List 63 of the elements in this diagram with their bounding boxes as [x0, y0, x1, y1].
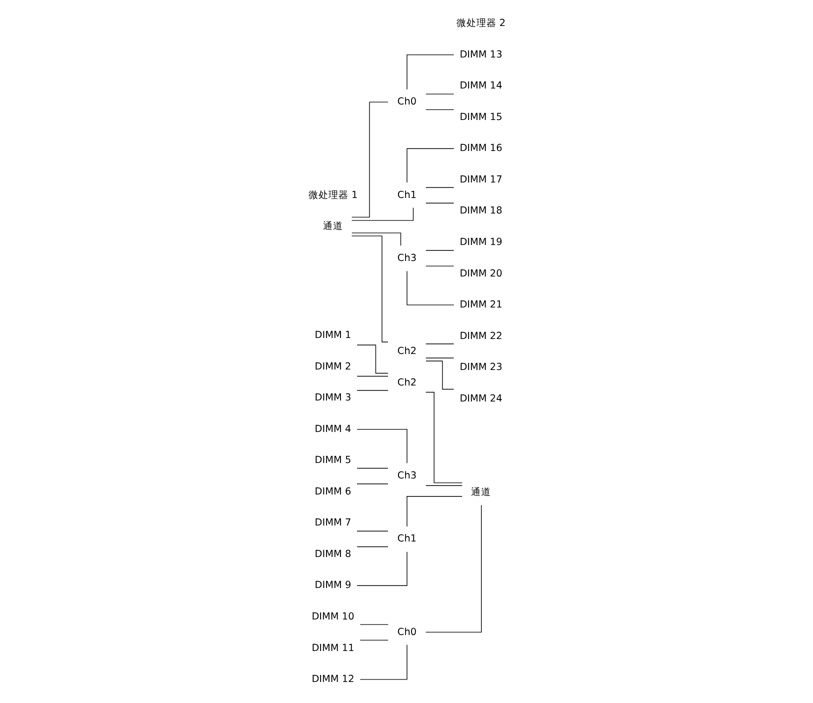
connector [356, 390, 388, 391]
node-text: DIMM 2 [314, 361, 351, 372]
node-text: DIMM 3 [314, 392, 351, 404]
connector [351, 102, 388, 218]
node-text: DIMM 6 [314, 486, 351, 498]
connector [359, 640, 388, 641]
node-text: DIMM 13 [459, 49, 502, 60]
node-text: DIMM 8 [314, 548, 351, 560]
node-text: DIMM 18 [459, 206, 502, 217]
node-text: DIMM 20 [459, 268, 502, 280]
connector [356, 428, 407, 464]
node-text: DIMM 16 [459, 143, 502, 154]
connector [356, 376, 388, 377]
connector [356, 468, 388, 469]
node-text: Ch2 [396, 346, 416, 358]
node-text: Ch3 [396, 252, 416, 264]
connector [425, 250, 454, 251]
node-text: DIMM 23 [459, 362, 502, 374]
connector [424, 504, 482, 633]
node-text: Ch3 [396, 470, 416, 482]
node-text: Ch2 [396, 377, 416, 388]
connector [350, 236, 388, 342]
node-text: DIMM 14 [459, 80, 502, 92]
node-text: 通道 [470, 487, 490, 498]
node-text: DIMM 4 [314, 424, 351, 435]
node-text: 通道 [322, 221, 343, 232]
node-text: Ch0 [396, 96, 416, 108]
connector [425, 109, 454, 110]
label: 微处理器 2 [456, 18, 506, 30]
node-text: DIMM 24 [459, 393, 502, 404]
connector [406, 148, 454, 183]
node-text: DIMM 21 [459, 300, 502, 311]
node-text: DIMM 15 [459, 112, 502, 123]
node-text: DIMM 10 [311, 611, 354, 622]
connector [406, 270, 454, 306]
node-text: DIMM 7 [314, 518, 351, 529]
connector [425, 360, 454, 390]
connector [406, 496, 462, 527]
node-text: Ch0 [396, 626, 416, 638]
connector [356, 344, 388, 374]
node-text: DIMM 9 [314, 580, 351, 592]
connector [425, 202, 454, 204]
connector [359, 644, 407, 680]
node-text: DIMM 17 [459, 174, 502, 186]
label: 微处理器 1 [308, 190, 358, 201]
connector [425, 187, 454, 188]
node-text: DIMM 12 [311, 674, 354, 686]
node-text: DIMM 5 [314, 455, 351, 466]
node-text: Ch1 [396, 534, 416, 545]
connector [424, 392, 462, 484]
node-text: DIMM 19 [459, 236, 502, 248]
connector [359, 624, 388, 625]
connector [350, 207, 414, 221]
connector [425, 485, 462, 486]
connector [356, 546, 388, 548]
connector [406, 54, 454, 90]
connector [356, 530, 388, 532]
connector [356, 551, 407, 586]
connector [351, 232, 401, 246]
node-text: DIMM 22 [459, 330, 502, 342]
node-text: DIMM 11 [311, 642, 354, 654]
node-text: Ch1 [396, 190, 416, 201]
node-text: DIMM 1 [314, 330, 351, 342]
